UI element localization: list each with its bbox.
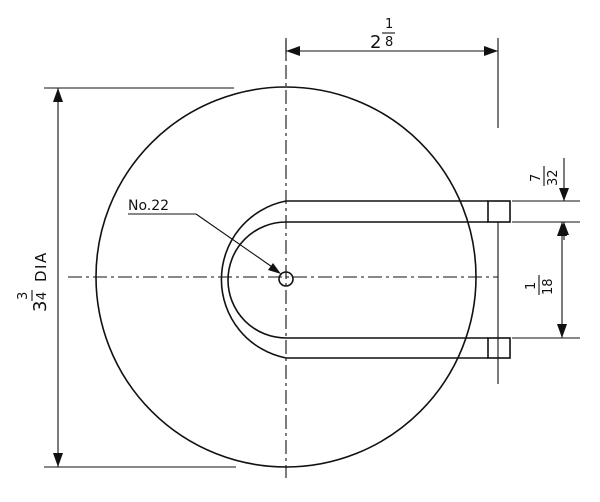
width-dim-numerator: 1 bbox=[385, 17, 393, 32]
u-clip-inner bbox=[227, 221, 488, 339]
clip-tip-top bbox=[487, 200, 511, 223]
center-hole bbox=[278, 271, 294, 287]
width-dimension-text: 2 1 8 bbox=[370, 17, 395, 53]
gap-dim-denominator: 18 bbox=[541, 278, 556, 295]
gap-dimension-text: 1 18 bbox=[524, 275, 556, 295]
gap-dim-numerator: 1 bbox=[524, 282, 539, 290]
dia-dim-suffix: DIA bbox=[32, 251, 50, 282]
width-dim-whole: 2 bbox=[370, 32, 381, 53]
hole-leader-line bbox=[195, 213, 279, 272]
wire-dimension-text: 7 32 bbox=[529, 166, 561, 186]
dia-dim-numerator: 3 bbox=[16, 292, 31, 300]
u-clip-outer bbox=[220, 200, 488, 359]
dia-arrow-bottom bbox=[53, 453, 63, 467]
clip-tip-bottom bbox=[487, 337, 511, 359]
dia-dimension-text: 3 3 4 DIA bbox=[16, 251, 51, 312]
hole-leader-arrowhead bbox=[268, 263, 281, 274]
gap-arrow-top bbox=[557, 222, 567, 236]
width-arrow-left bbox=[286, 46, 300, 56]
dia-dim-denominator: 4 bbox=[35, 292, 50, 300]
gap-arrow-bottom bbox=[557, 324, 567, 338]
width-arrow-right bbox=[484, 46, 498, 56]
width-dim-denominator: 8 bbox=[385, 35, 393, 50]
dia-dim-whole: 3 bbox=[30, 301, 51, 312]
hole-label: No.22 bbox=[128, 198, 169, 214]
dia-arrow-top bbox=[53, 88, 63, 102]
wire-dim-denominator: 32 bbox=[546, 169, 561, 186]
wire-dim-numerator: 7 bbox=[529, 174, 544, 182]
wire-arrow-top bbox=[559, 188, 569, 201]
